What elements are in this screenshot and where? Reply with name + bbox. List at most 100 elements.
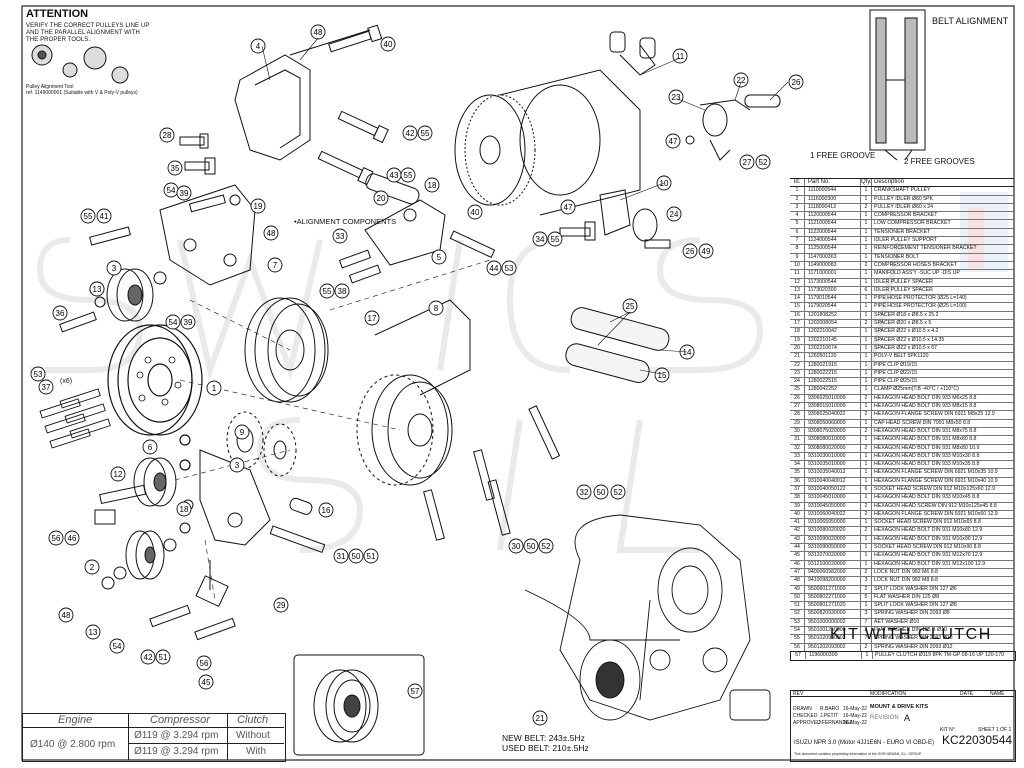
tool-label: Pulley Alignment Tool xyxy=(26,84,74,90)
callout-36: 36 xyxy=(52,305,68,321)
callout-label: 48 xyxy=(267,229,276,238)
title-block xyxy=(790,690,1016,762)
callout-label: 55 xyxy=(421,129,430,138)
callout-label: 31 xyxy=(337,552,346,561)
callout-55: 55 xyxy=(547,231,563,247)
clutch-value: With xyxy=(246,746,266,757)
vehicle-name: ISUZU NPR 3.0 (Motor 4JJ1E6N - EURO VI O… xyxy=(794,740,935,746)
engine-value: Ø140 @ 2.800 rpm xyxy=(30,739,116,750)
callout-26: 26 xyxy=(788,74,804,90)
callout-label: 10 xyxy=(660,179,669,188)
clutch-row: 57 1196000300 1 PULLEY CLUTCH Ø119 8PK T… xyxy=(790,651,1016,661)
callout-1: 1 xyxy=(206,380,222,396)
attention-line: AND THE PARALLEL ALIGNMENT WITH xyxy=(26,30,140,36)
callout-11: 11 xyxy=(672,48,688,64)
callout-label: 16 xyxy=(322,506,331,515)
callout-40: 40 xyxy=(467,204,483,220)
callout-label: 25 xyxy=(626,302,635,311)
callout-3: 3 xyxy=(229,457,245,473)
callout-label: 36 xyxy=(56,309,65,318)
kit-type: MOUNT & DRIVE KITS xyxy=(870,704,929,710)
callout-label: 57 xyxy=(411,687,420,696)
callout-label: 5 xyxy=(437,253,442,262)
callout-42: 42 xyxy=(140,649,156,665)
callout-37: 37 xyxy=(38,379,54,395)
callout-35: 35 xyxy=(167,160,183,176)
belt-alignment-title: BELT ALIGNMENT xyxy=(932,16,1009,26)
callout-label: 39 xyxy=(180,189,189,198)
callout-label: 53 xyxy=(505,264,514,273)
callout-9: 9 xyxy=(234,424,250,440)
callout-label: 34 xyxy=(536,235,545,244)
callout-label: 54 xyxy=(169,318,178,327)
callout-43: 43 xyxy=(386,167,402,183)
callout-48: 48 xyxy=(58,607,74,623)
callout-label: 49 xyxy=(702,247,711,256)
clutch-value: Without xyxy=(236,730,270,741)
callout-label: 22 xyxy=(737,76,746,85)
attention-line: VERIFY THE CORRECT PULLEYS LINE UP xyxy=(26,23,150,29)
callout-55: 55 xyxy=(80,208,96,224)
callout-28: 28 xyxy=(159,127,175,143)
callout-label: 3 xyxy=(235,461,240,470)
callout-label: 24 xyxy=(670,210,679,219)
callout-label: 47 xyxy=(564,203,573,212)
callout-label: 32 xyxy=(580,488,589,497)
callout-13: 13 xyxy=(85,624,101,640)
callout-30: 30 xyxy=(508,538,524,554)
callout-label: 48 xyxy=(314,28,323,37)
callout-label: 21 xyxy=(536,714,545,723)
callout-label: 28 xyxy=(163,131,172,140)
callout-label: 48 xyxy=(62,611,71,620)
free-groove-2-label: 2 FREE GROOVES xyxy=(904,157,975,166)
callout-13: 13 xyxy=(89,281,105,297)
engine-table xyxy=(22,713,286,762)
callout-label: 47 xyxy=(669,137,678,146)
callout-label: 12 xyxy=(114,470,123,479)
callout-label: 55 xyxy=(551,235,560,244)
callout-label: 6 xyxy=(148,443,153,452)
callout-label: 7 xyxy=(273,261,278,270)
callout-label: 43 xyxy=(390,171,399,180)
callout-54: 54 xyxy=(163,182,179,198)
callout-label: 45 xyxy=(202,678,211,687)
callout-8: 8 xyxy=(428,300,444,316)
callout-56: 56 xyxy=(48,530,64,546)
callout-50: 50 xyxy=(523,538,539,554)
callout-51: 51 xyxy=(155,649,171,665)
callout-label: 17 xyxy=(368,314,377,323)
callout-46: 46 xyxy=(64,530,80,546)
callout-label: 42 xyxy=(144,653,153,662)
callout-label: 56 xyxy=(52,534,61,543)
callout-label: 46 xyxy=(68,534,77,543)
callout-label: 2 xyxy=(90,563,95,572)
callout-53: 53 xyxy=(501,260,517,276)
callout-40: 40 xyxy=(380,36,396,52)
callout-55: 55 xyxy=(319,283,335,299)
callout-49: 49 xyxy=(698,243,714,259)
callout-label: 55 xyxy=(404,171,413,180)
